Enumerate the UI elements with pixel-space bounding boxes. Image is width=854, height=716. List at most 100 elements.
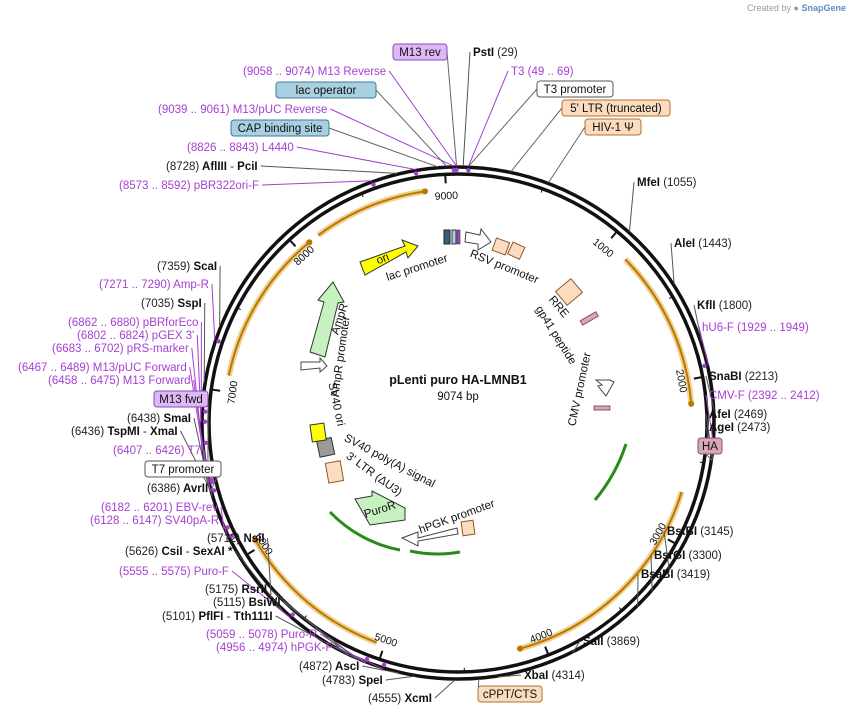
site-label-pbrfor[interactable]: (6862 .. 6880) pBRforEco (68, 317, 198, 329)
box-lacop[interactable] (275, 81, 377, 99)
box-ha[interactable] (697, 437, 723, 455)
site-label-part: (1443) (695, 238, 732, 250)
site-label-age[interactable]: AgeI (2473) (709, 422, 771, 434)
site-label-afliii[interactable]: (8728) AflIII - PciI (166, 161, 258, 173)
box-t3p-label: T3 promoter (544, 84, 607, 96)
site-label-part: CsiI (158, 546, 182, 558)
site-label-ale[interactable]: AleI (1443) (674, 238, 732, 250)
box-cap[interactable] (230, 119, 330, 137)
primer-site-mark (290, 612, 295, 617)
site-label-ebv[interactable]: (6182 .. 6201) EBV-rev (101, 502, 218, 514)
ltr5-block[interactable] (491, 237, 511, 256)
site-label-hu6[interactable]: hU6-F (1929 .. 1949) (702, 322, 809, 334)
site-label-tspmi[interactable]: (6436) TspMI - XmaI (71, 426, 178, 438)
site-label-m13puc[interactable]: (6467 .. 6489) M13/pUC Forward (18, 362, 187, 374)
site-label-pgex[interactable]: (6802 .. 6824) pGEX 3' (77, 330, 194, 342)
ruler-tick (211, 388, 221, 392)
site-label-bsiwi[interactable]: (5115) BsiWI (213, 597, 281, 609)
site-label-pflfi[interactable]: (5101) PflFI - Tth111I (162, 611, 273, 623)
site-label-cmvf[interactable]: CMV-F (2392 .. 2412) (709, 390, 820, 402)
site-label-spe[interactable]: (4783) SpeI (322, 675, 383, 687)
site-label-snab[interactable]: SnaBI (2213) (709, 371, 778, 383)
site-label-part: (9039 .. 9061) (158, 104, 230, 116)
hpgk-block[interactable] (460, 519, 476, 537)
leader-line (269, 588, 349, 656)
cmv-promoter-arrow[interactable] (594, 379, 615, 397)
site-label-bstb[interactable]: BstBI (3145) (667, 526, 734, 538)
site-label-part: M13/pUC Forward (90, 362, 187, 374)
plasmid-name: pLenti puro HA-LMNB1 (389, 373, 527, 387)
site-label-sv40pa[interactable]: (6128 .. 6147) SV40pA-R (90, 515, 219, 527)
site-label-bsrg[interactable]: BsrGI (3300) (654, 550, 722, 562)
outer-feature-arcs (225, 188, 695, 652)
site-label-m13rev[interactable]: (9058 .. 9074) M13 Reverse (243, 66, 386, 78)
primer-site-mark (371, 182, 376, 187)
site-label-bsab[interactable]: BsaBI (3419) (641, 569, 710, 581)
site-label-afe[interactable]: AfeI (2469) (709, 409, 767, 421)
box-t3p[interactable] (536, 80, 614, 98)
sv40ori-block[interactable] (309, 422, 327, 443)
lbl-gp41: gp41 peptide (533, 304, 578, 367)
site-label-pst[interactable]: PstI (29) (473, 47, 518, 59)
site-label-pbr322[interactable]: (8573 .. 8592) pBR322ori-F (119, 180, 259, 192)
site-label-t3[interactable]: T3 (49 .. 69) (511, 66, 574, 78)
rsv-promoter-arrow[interactable] (464, 227, 492, 251)
hiv-psi-block[interactable] (506, 241, 526, 260)
ltr3-block[interactable] (324, 460, 345, 484)
site-label-l4440[interactable]: (8826 .. 8843) L4440 (187, 142, 294, 154)
box-cppt[interactable] (477, 685, 543, 703)
site-label-part: (6182 .. 6201) (101, 502, 173, 514)
site-label-csi[interactable]: (5626) CsiI - SexAI * (125, 546, 233, 558)
site-label-mfe[interactable]: MfeI (1055) (637, 177, 697, 189)
ruler-minor-tick (699, 461, 704, 464)
m13rev-mark[interactable] (456, 229, 461, 245)
lac-promoter-mark[interactable] (443, 229, 451, 245)
site-label-kfl[interactable]: KflI (1800) (697, 300, 752, 312)
site-label-puror[interactable]: (5059 .. 5078) Puro-R (206, 629, 317, 641)
site-label-avr[interactable]: (6386) AvrII (147, 483, 208, 495)
site-label-ampr[interactable]: (7271 .. 7290) Amp-R (99, 279, 209, 291)
ruler-tick (288, 239, 297, 248)
site-label-xba[interactable]: XbaI (4314) (524, 670, 585, 682)
puror-arrow[interactable] (354, 490, 406, 526)
box-t7p[interactable] (144, 460, 222, 478)
site-label-asc[interactable]: (4872) AscI (299, 661, 359, 673)
site-label-t7p[interactable]: (6407 .. 6426) T7 (113, 445, 201, 457)
site-label-part: (4314) (548, 670, 585, 682)
box-m13rev[interactable] (392, 43, 448, 61)
cap-site-mark[interactable] (451, 229, 457, 245)
primer-site-mark (381, 662, 387, 668)
site-label-sal[interactable]: SalI (3869) (583, 636, 640, 648)
ruler-tick-label: 8000 (292, 244, 317, 269)
hpgk-promoter-arrow[interactable] (400, 527, 459, 547)
leader-line (235, 550, 283, 611)
ha-mark[interactable] (593, 405, 611, 411)
site-label-nsi[interactable]: (5712) NsiI (207, 533, 265, 545)
amppro-arrow[interactable] (300, 356, 328, 374)
rre-block[interactable] (554, 277, 584, 307)
site-label-sca[interactable]: (7359) ScaI (157, 261, 217, 273)
gp41-block[interactable] (579, 311, 599, 326)
site-label-part: PflFI (195, 611, 223, 623)
site-label-sma[interactable]: (6438) SmaI (127, 413, 191, 425)
site-label-ssp[interactable]: (7035) SspI (141, 298, 202, 310)
site-label-prs[interactable]: (6683 .. 6702) pRS-marker (52, 343, 189, 355)
box-ltr5[interactable] (561, 99, 671, 117)
box-hiv[interactable] (584, 118, 642, 136)
site-label-hpgk[interactable]: (4956 .. 4974) hPGK-F (216, 642, 332, 654)
site-label-part: (2392 .. 2412) (745, 390, 820, 402)
site-label-part: (4555) (368, 693, 401, 705)
ampr-arrow[interactable] (309, 281, 345, 358)
site-label-m13pucrev[interactable]: (9039 .. 9061) M13/pUC Reverse (158, 104, 327, 116)
site-label-rsrii[interactable]: (5175) RsrII (205, 584, 267, 596)
site-label-part: RsrII (238, 584, 267, 596)
site-label-purof[interactable]: (5555 .. 5575) Puro-F (119, 566, 229, 578)
site-label-xcm[interactable]: (4555) XcmI (368, 693, 432, 705)
box-m13fwd[interactable] (153, 390, 209, 408)
site-label-part: (5175) (205, 584, 238, 596)
site-label-m13fwd[interactable]: (6458 .. 6475) M13 Forward (48, 375, 191, 387)
ori-arrow[interactable] (359, 239, 419, 276)
outer-feature-line (317, 190, 426, 237)
site-label-part: pBRforEco (140, 317, 199, 329)
